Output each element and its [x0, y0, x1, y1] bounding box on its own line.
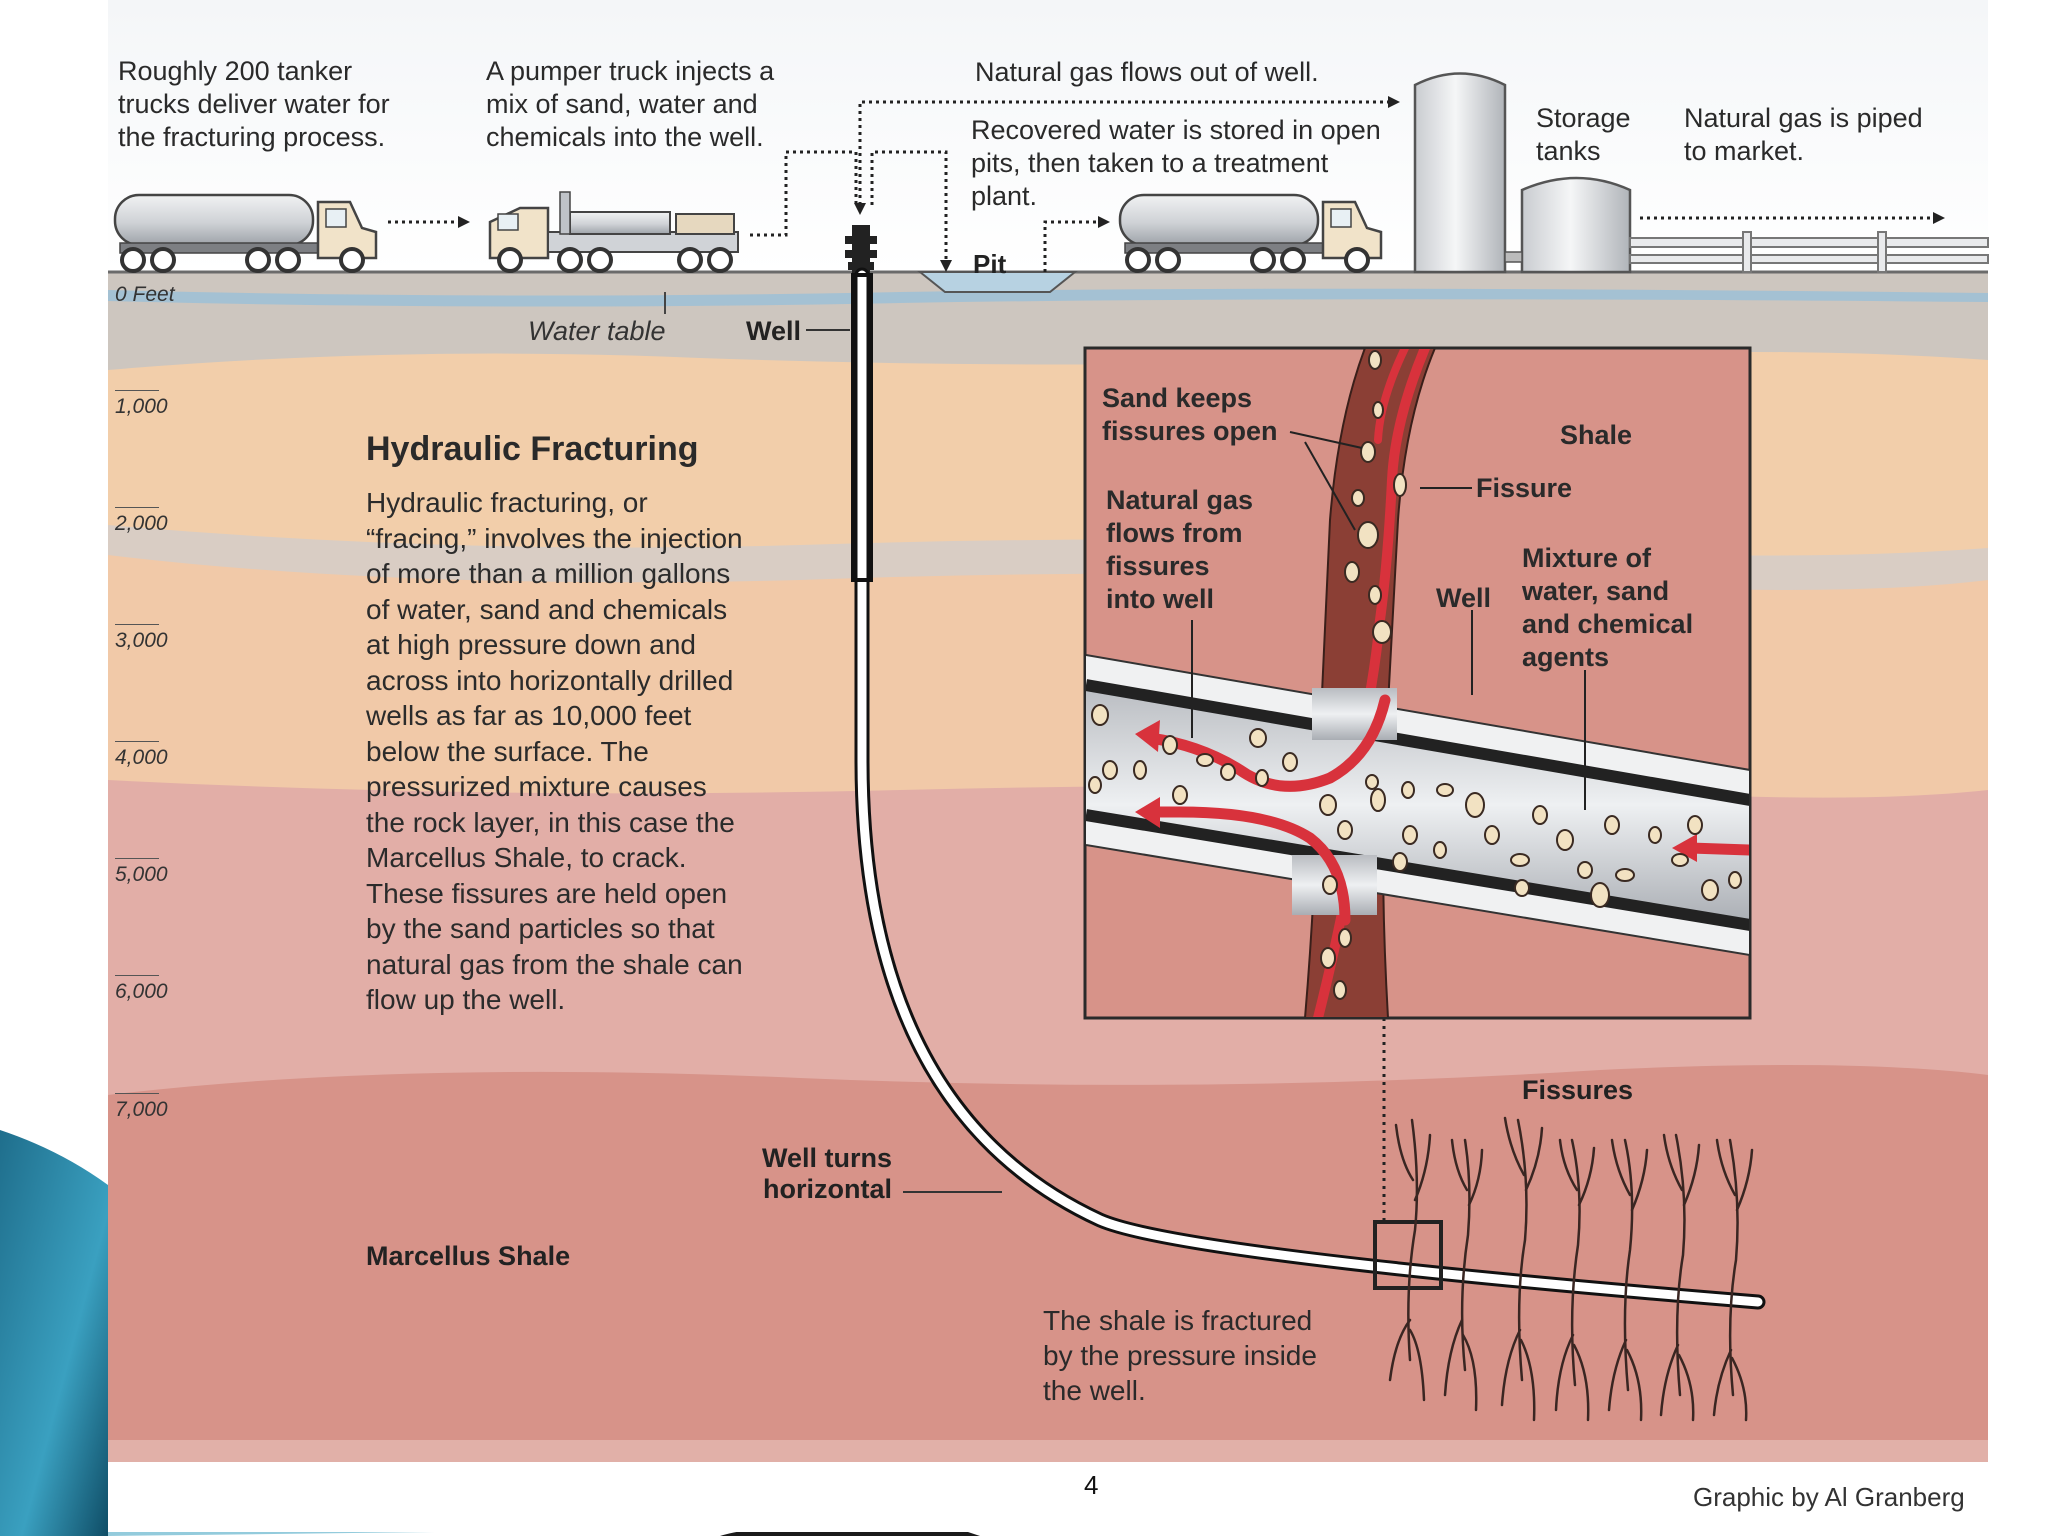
caption-storage-tanks: Storage tanks: [1536, 103, 1631, 166]
label-pit: Pit: [973, 249, 1007, 279]
depth-1000: 1,000: [115, 390, 168, 419]
label-well: Well: [746, 316, 802, 346]
inset-label-mixture: Mixture of water, sand and chemical agen…: [1522, 543, 1694, 672]
article-body: Hydraulic fracturing, or “fracing,” invo…: [366, 487, 743, 1015]
label-well-turns: Well turns horizontal: [762, 1143, 893, 1204]
inset-label-shale: Shale: [1560, 420, 1633, 450]
label-fissures: Fissures: [1522, 1075, 1634, 1105]
tanker-truck-left: [113, 193, 378, 273]
credit-line: Graphic by Al Granberg: [1693, 1482, 1965, 1512]
tanker-truck-right: [1118, 193, 1383, 273]
depth-4000: 4,000: [115, 741, 168, 770]
depth-7000: 7,000: [115, 1093, 168, 1122]
depth-5000: 5,000: [115, 858, 168, 887]
depth-2000: 2,000: [115, 507, 168, 536]
caption-fractured: The shale is fractured by the pressure i…: [1043, 1305, 1317, 1406]
pumper-truck: [488, 191, 739, 273]
caption-recovered-water: Recovered water is stored in open pits, …: [971, 115, 1381, 211]
inset-detail: [1083, 346, 1752, 1020]
well-pipe: [857, 270, 1763, 1307]
inset-label-sand: Sand keeps fissures open: [1102, 383, 1278, 446]
page-number: 4: [1084, 1470, 1099, 1500]
article-title: Hydraulic Fracturing: [366, 430, 699, 468]
caption-piped: Natural gas is piped to market.: [1684, 103, 1923, 166]
storage-tanks: [1413, 72, 1632, 274]
inset-label-well: Well: [1436, 583, 1492, 613]
label-marcellus-shale: Marcellus Shale: [366, 1241, 571, 1271]
label-zero-feet: 0 Feet: [115, 283, 175, 306]
depth-3000: 3,000: [115, 624, 168, 653]
depth-6000: 6,000: [115, 975, 168, 1004]
wellhead: [845, 225, 877, 275]
caption-gas-flows: Natural gas flows out of well.: [975, 57, 1319, 87]
slide-swoosh: [0, 1130, 108, 1536]
inset-label-fissure: Fissure: [1476, 473, 1573, 503]
caption-tankers: Roughly 200 tanker trucks deliver water …: [118, 56, 390, 152]
caption-pumper: A pumper truck injects a mix of sand, wa…: [486, 56, 775, 152]
inset-label-natural-gas: Natural gas flows from fissures into wel…: [1106, 485, 1254, 614]
label-water-table: Water table: [528, 316, 666, 346]
